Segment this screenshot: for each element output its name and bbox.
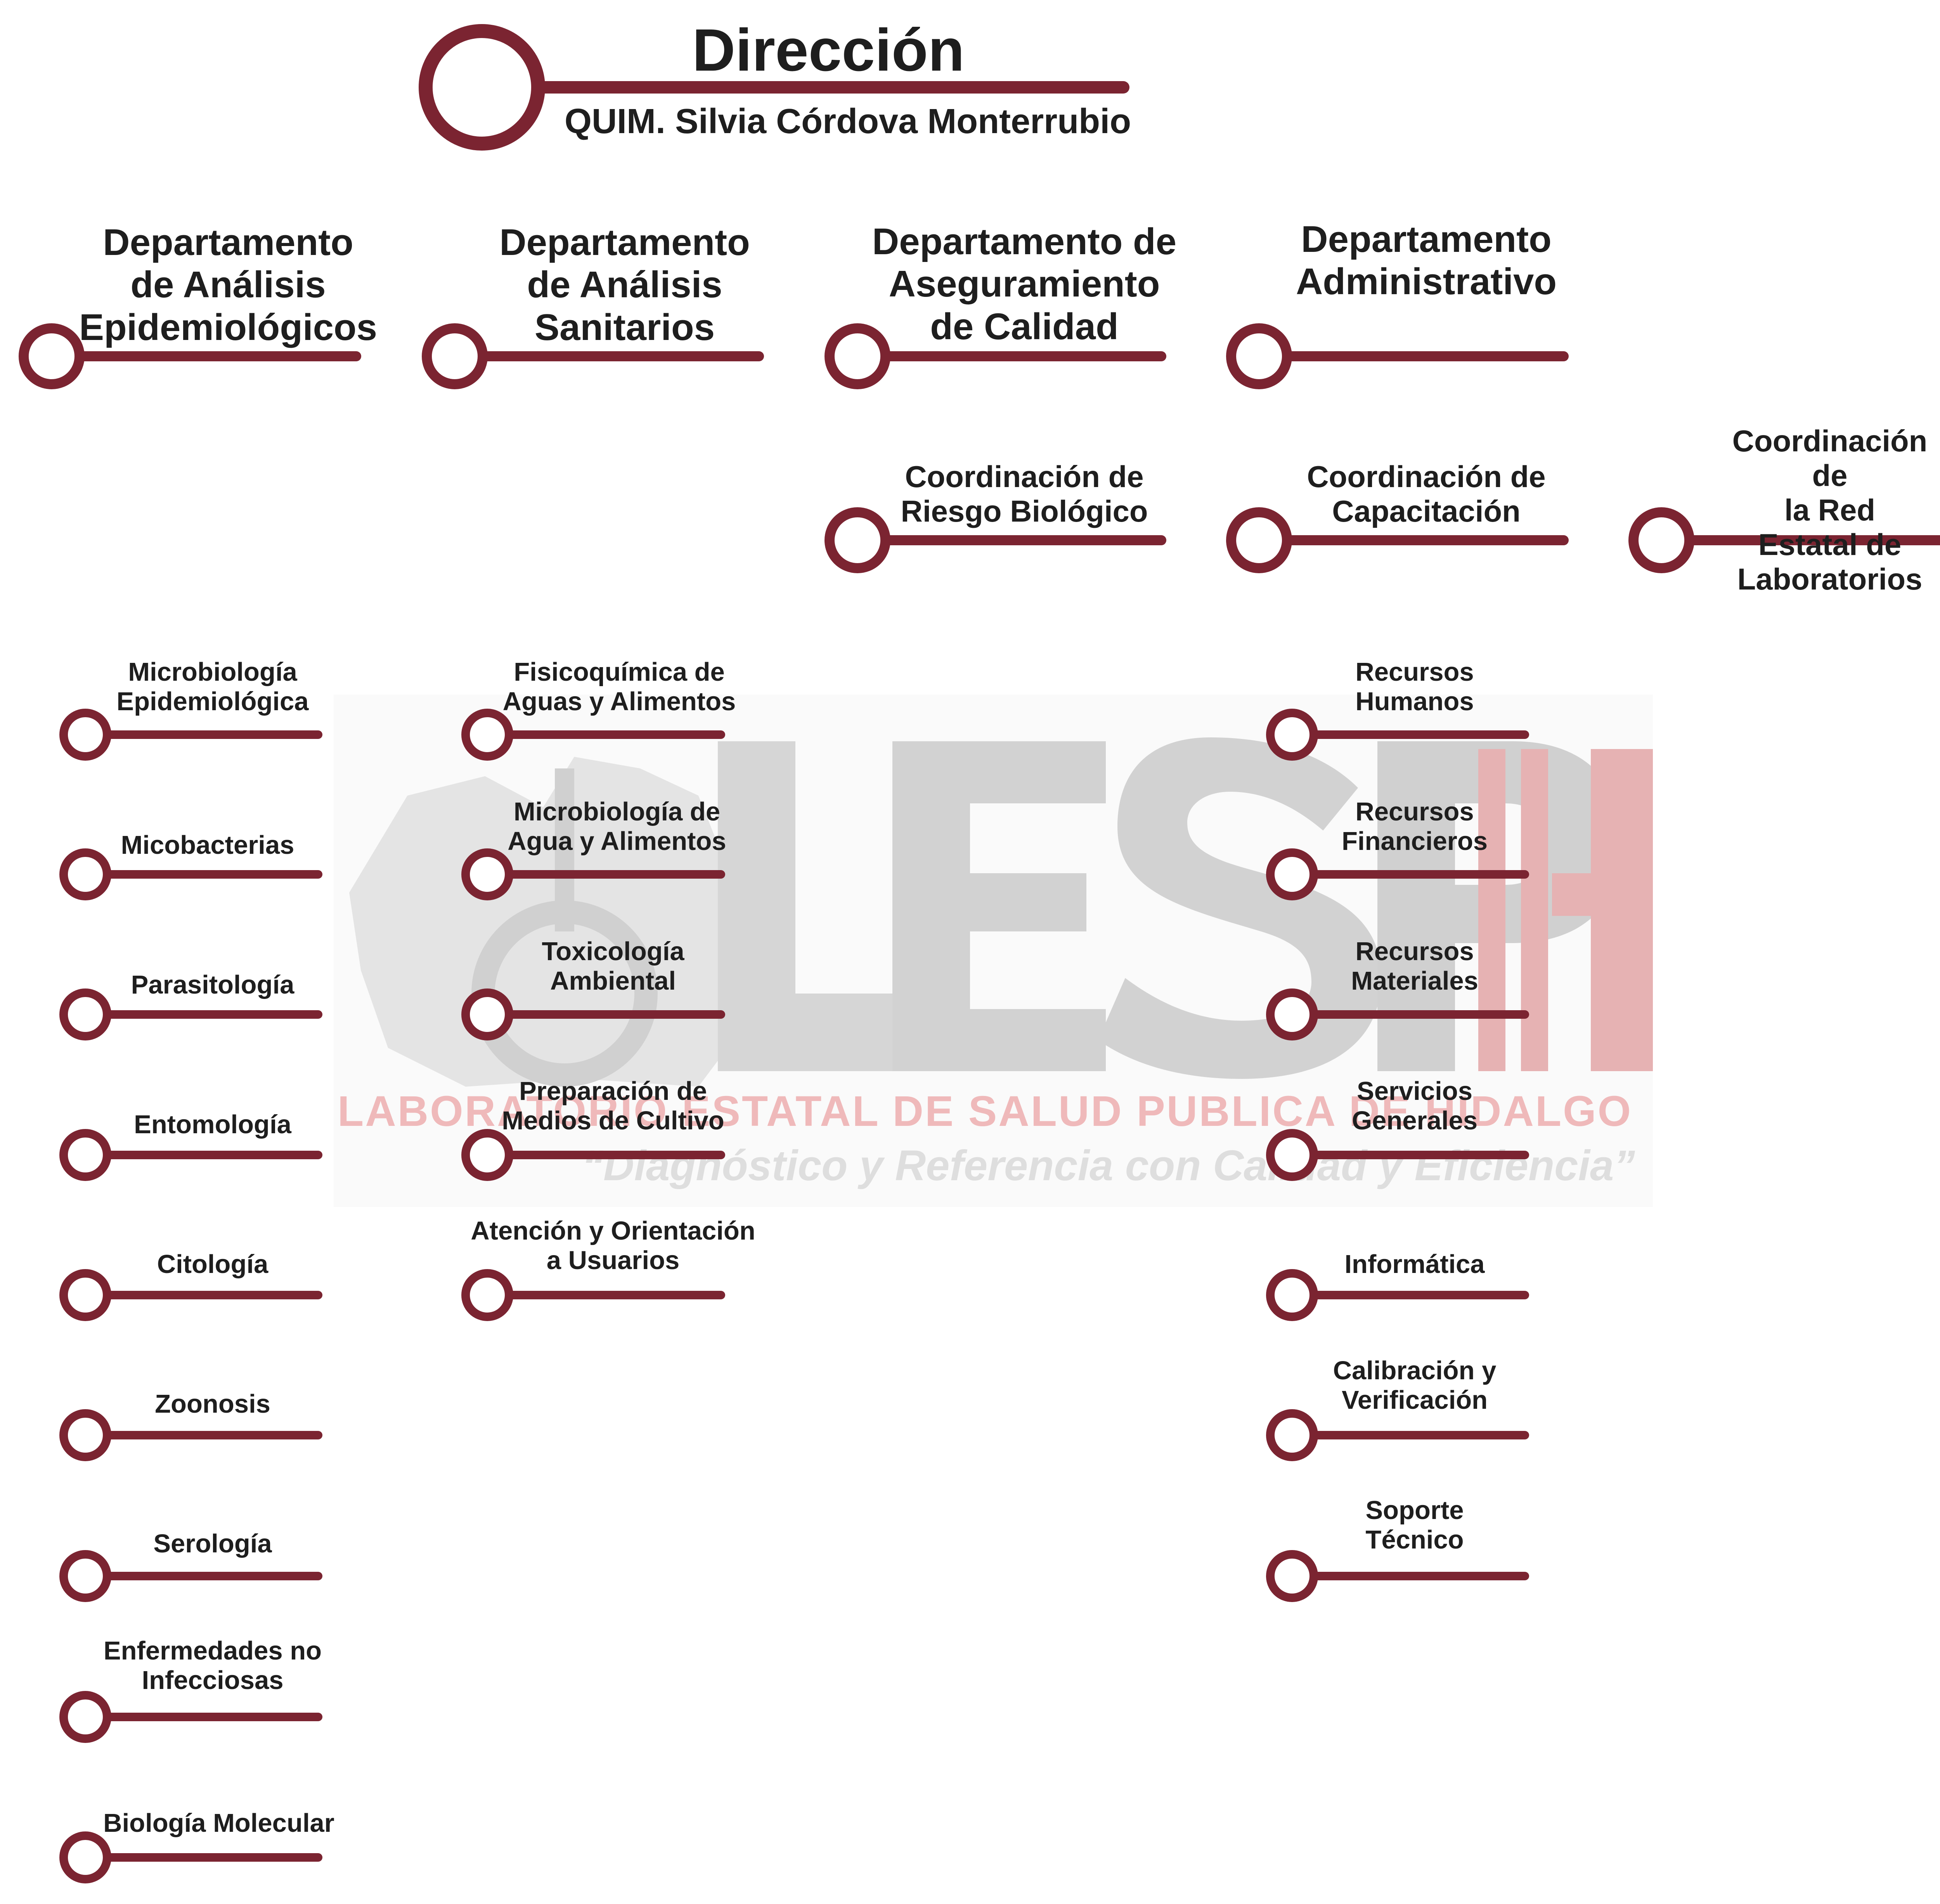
sanitary-unit-node-2-circle	[461, 988, 513, 1040]
watermark-slogan: “Diagnóstico y Referencia con Calidad y …	[582, 1142, 1635, 1190]
coordination-training: Coordinación de Capacitación	[1307, 460, 1546, 528]
coordination-node-0-circle	[824, 507, 890, 573]
unit-serologia: Serología	[153, 1529, 272, 1558]
unit-recursos-financieros: Recursos Financieros	[1341, 797, 1488, 856]
epidemiological-unit-node-8	[59, 1831, 322, 1883]
department-node-0-circle	[19, 323, 85, 389]
unit-preparacion-medios: Preparación de Medios de Cultivo	[502, 1077, 724, 1136]
epidemiological-unit-node-2-circle	[59, 988, 111, 1040]
sanitary-unit-node-1-circle	[461, 848, 513, 900]
department-epidemiological: Departamento de Análisis Epidemiológicos	[79, 222, 378, 348]
administrative-unit-node-5	[1266, 1409, 1529, 1461]
epidemiological-unit-node-4-circle	[59, 1269, 111, 1321]
department-node-1	[422, 323, 764, 389]
epidemiological-unit-node-6-circle	[59, 1550, 111, 1602]
unit-zoonosis: Zoonosis	[155, 1389, 270, 1418]
epidemiological-unit-node-7-circle	[59, 1691, 111, 1743]
direction-node-circle	[419, 24, 545, 151]
administrative-unit-node-6-circle	[1266, 1550, 1318, 1602]
epidemiological-unit-node-5	[59, 1409, 322, 1461]
department-sanitary: Departamento de Análisis Sanitarios	[499, 222, 750, 348]
unit-fisicoquimica: Fisicoquímica de Aguas y Alimentos	[502, 657, 736, 716]
sanitary-unit-node-3-circle	[461, 1129, 513, 1181]
epidemiological-unit-node-1-circle	[59, 848, 111, 900]
unit-entomologia: Entomología	[134, 1110, 291, 1139]
department-node-1-circle	[422, 323, 488, 389]
sanitary-unit-node-4-circle	[461, 1269, 513, 1321]
unit-micobacterias: Micobacterias	[121, 831, 294, 860]
sanitary-unit-node-2	[461, 988, 725, 1040]
administrative-unit-node-2	[1266, 988, 1529, 1040]
unit-microbiologia-agua-alimentos: Microbiología de Agua y Alimentos	[508, 797, 726, 856]
department-node-2-circle	[824, 323, 890, 389]
department-node-2	[824, 323, 1166, 389]
unit-recursos-humanos: Recursos Humanos	[1355, 657, 1474, 716]
epidemiological-unit-node-4	[59, 1269, 322, 1321]
department-node-0	[19, 323, 361, 389]
epidemiological-unit-node-6	[59, 1550, 322, 1602]
epidemiological-unit-node-2	[59, 988, 322, 1040]
watermark-lab-name: LABORATORIO ESTATAL DE SALUD PUBLICA DE …	[338, 1087, 1633, 1135]
coordination-biological-risk: Coordinación de Riesgo Biológico	[901, 460, 1148, 528]
coordination-node-2	[1628, 507, 1940, 573]
epidemiological-unit-node-3	[59, 1129, 322, 1181]
epidemiological-unit-node-0-circle	[59, 709, 111, 761]
unit-informatica: Informática	[1344, 1250, 1485, 1279]
administrative-unit-node-2-circle	[1266, 988, 1318, 1040]
epidemiological-unit-node-3-circle	[59, 1129, 111, 1181]
administrative-unit-node-4-circle	[1266, 1269, 1318, 1321]
coordination-node-1	[1226, 507, 1569, 573]
administrative-unit-node-0	[1266, 709, 1529, 761]
epidemiological-unit-node-8-circle	[59, 1831, 111, 1883]
department-node-3-circle	[1226, 323, 1292, 389]
sanitary-unit-node-0-circle	[461, 709, 513, 761]
coordination-node-2-circle	[1628, 507, 1694, 573]
unit-servicios-generales: Servicios Generales	[1351, 1077, 1478, 1136]
epidemiological-unit-node-1	[59, 848, 322, 900]
epidemiological-unit-node-7	[59, 1691, 322, 1743]
coordination-node-0	[824, 507, 1166, 573]
administrative-unit-node-0-circle	[1266, 709, 1318, 761]
department-administrative: Departamento Administrativo	[1296, 218, 1557, 303]
department-node-3	[1226, 323, 1569, 389]
administrative-unit-node-4	[1266, 1269, 1529, 1321]
epidemiological-unit-node-0	[59, 709, 322, 761]
epidemiological-unit-node-5-circle	[59, 1409, 111, 1461]
administrative-unit-node-1-circle	[1266, 848, 1318, 900]
administrative-unit-node-1	[1266, 848, 1529, 900]
coordination-node-1-circle	[1226, 507, 1292, 573]
sanitary-unit-node-1	[461, 848, 725, 900]
administrative-unit-node-3-circle	[1266, 1129, 1318, 1181]
direction-node	[419, 24, 1129, 151]
unit-enfermedades-no-infecciosas: Enfermedades no Infecciosas	[103, 1636, 322, 1695]
unit-biologia-molecular: Biología Molecular	[103, 1809, 334, 1838]
sanitary-unit-node-3	[461, 1129, 725, 1181]
coordination-state-lab-network: Coordinación de la Red Estatal de Labora…	[1732, 424, 1928, 596]
unit-soporte-tecnico: Soporte Técnico	[1365, 1496, 1464, 1555]
unit-recursos-materiales: Recursos Materiales	[1351, 937, 1478, 996]
direction-title: Dirección	[692, 17, 965, 83]
director-name: QUIM. Silvia Córdova Monterrubio	[565, 102, 1131, 141]
sanitary-unit-node-4	[461, 1269, 725, 1321]
sanitary-unit-node-0	[461, 709, 725, 761]
unit-atencion-usuarios: Atención y Orientación a Usuarios	[471, 1216, 755, 1275]
unit-citologia: Citología	[157, 1250, 268, 1279]
administrative-unit-node-5-circle	[1266, 1409, 1318, 1461]
unit-microbiologia-epidemiologica: Microbiología Epidemiológica	[116, 657, 309, 716]
unit-calibracion-verificacion: Calibración y Verificación	[1333, 1356, 1497, 1415]
department-quality: Departamento de Aseguramiento de Calidad	[872, 221, 1177, 347]
administrative-unit-node-6	[1266, 1550, 1529, 1602]
unit-toxicologia-ambiental: Toxicología Ambiental	[542, 937, 684, 996]
administrative-unit-node-3	[1266, 1129, 1529, 1181]
unit-parasitologia: Parasitología	[131, 970, 294, 999]
